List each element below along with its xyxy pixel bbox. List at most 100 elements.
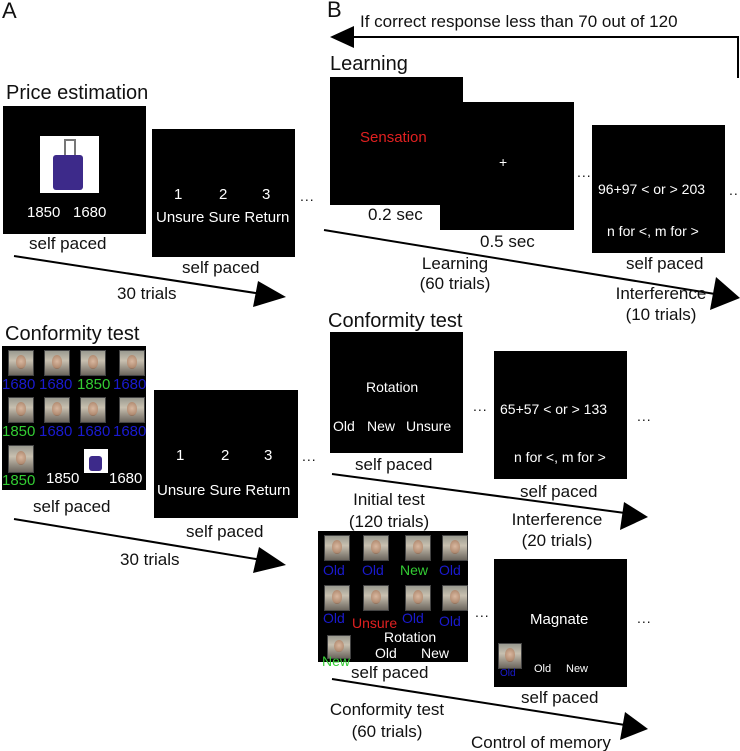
peer-price: 1850	[2, 423, 36, 440]
option-old: Old	[375, 645, 397, 661]
conformity-grid-screen-a: 1680 1680 1850 1680 1850 1680 1680 1680 …	[2, 346, 146, 490]
face-photo	[327, 635, 351, 659]
option-unsure: Unsure	[406, 418, 452, 434]
study-word: Sensation	[360, 129, 427, 146]
arrowhead-icon	[620, 712, 648, 740]
ellipsis: ...	[473, 398, 488, 414]
arrowhead-icon	[620, 502, 648, 530]
peer-response: New	[322, 653, 351, 669]
conformity-test-title-a: Conformity test	[5, 323, 140, 345]
key-instruction: n for <, m for >	[607, 223, 699, 239]
peer-response: Old	[500, 668, 516, 679]
confidence-number-3: 3	[262, 186, 271, 203]
confidence-options: Unsure Sure Return	[157, 482, 291, 499]
face-photo	[80, 397, 106, 423]
face-photo	[498, 643, 522, 669]
face-photo	[405, 585, 431, 611]
peer-response: Unsure	[352, 615, 398, 631]
recognition-screen: Rotation Old New Unsure	[330, 332, 463, 453]
interference-trials-label-2: (20 trials)	[521, 531, 593, 550]
learning-title: Learning	[330, 53, 408, 75]
conformity-phase-label: Conformity test	[329, 700, 445, 719]
interference-phase-label: Interference	[615, 284, 707, 303]
option-new: New	[367, 418, 396, 434]
face-photo	[119, 397, 145, 423]
confidence-number-1: 1	[174, 186, 183, 203]
face-photo	[442, 585, 468, 611]
face-photo	[405, 535, 431, 561]
ellipsis: ...	[475, 604, 490, 620]
option-new: New	[566, 663, 589, 675]
ellipsis: ...	[637, 408, 652, 424]
interference-screen-1: 96+97 < or > 203 n for <, m for >	[592, 125, 725, 253]
face-photo	[119, 350, 145, 376]
price-estimation-title: Price estimation	[6, 82, 149, 104]
face-photo	[44, 397, 70, 423]
peer-response: Old	[362, 562, 384, 578]
peer-response: Old	[323, 562, 345, 578]
face-photo	[80, 350, 106, 376]
interference-screen-2: 65+57 < or > 133 n for <, m for >	[494, 351, 627, 479]
price-option-1: 1850	[46, 470, 80, 487]
panel-label-a: A	[2, 0, 17, 23]
trials-label: 30 trials	[117, 284, 177, 303]
trials-label: 30 trials	[120, 550, 180, 569]
timing-label: self paced	[520, 482, 598, 501]
face-photo	[44, 350, 70, 376]
arrowhead-icon	[710, 277, 740, 310]
arrowhead-icon	[253, 281, 286, 307]
learning-trials-label: (60 trials)	[419, 274, 491, 293]
price-option-2: 1680	[73, 204, 107, 221]
timing-label: self paced	[626, 254, 704, 273]
suitcase-image	[40, 136, 99, 193]
timeline-arrow-learning	[323, 229, 716, 295]
timing-label: self paced	[351, 663, 429, 682]
test-word: Magnate	[530, 611, 589, 628]
ellipsis: ...	[302, 448, 317, 464]
confidence-number-2: 2	[221, 447, 230, 464]
timeline-arrow-control-memory	[331, 678, 626, 726]
ellipsis: ...	[300, 188, 315, 204]
face-photo	[363, 585, 389, 611]
conformity-trials-label: (60 trials)	[351, 722, 423, 741]
confidence-number-2: 2	[219, 186, 228, 203]
peer-response: Old	[323, 610, 345, 626]
learning-phase-label: Learning	[421, 254, 489, 273]
key-instruction: n for <, m for >	[514, 449, 606, 465]
interference-phase-label-2: Interference	[511, 510, 603, 529]
suitcase-image	[84, 449, 108, 473]
control-memory-screen: Magnate Old Old New	[494, 559, 627, 687]
ellipsis: ...	[577, 164, 592, 180]
timing-label: self paced	[186, 522, 264, 541]
initial-test-label: Initial test	[353, 490, 425, 509]
peer-price: 1850	[2, 472, 36, 489]
peer-price: 1680	[77, 423, 111, 440]
peer-response: New	[400, 562, 429, 578]
panel-label-b: B	[327, 0, 342, 22]
option-old: Old	[534, 663, 552, 675]
option-new: New	[421, 645, 450, 661]
math-equation: 96+97 < or > 203	[598, 181, 706, 197]
timing-label: 0.2 sec	[368, 205, 423, 224]
test-word: Rotation	[384, 629, 437, 645]
face-photo	[8, 445, 34, 473]
peer-price: 1680	[39, 376, 73, 393]
face-photo	[8, 350, 34, 376]
peer-price: 1850	[77, 376, 111, 393]
option-old: Old	[333, 418, 355, 434]
face-photo	[8, 397, 34, 423]
peer-response: Old	[439, 562, 461, 578]
price-option-1: 1850	[27, 204, 61, 221]
face-photo	[363, 535, 389, 561]
confidence-options: Unsure Sure Return	[156, 209, 290, 226]
fixation-cross: +	[499, 154, 508, 170]
confidence-screen-2: 1 2 3 Unsure Sure Return	[154, 390, 298, 518]
confidence-number-3: 3	[264, 447, 273, 464]
price-option-2: 1680	[109, 470, 143, 487]
control-of-memory-label: Control of memory	[471, 733, 611, 751]
peer-price: 1680	[39, 423, 73, 440]
timing-label: self paced	[355, 455, 433, 474]
arrowhead-icon	[253, 547, 286, 573]
